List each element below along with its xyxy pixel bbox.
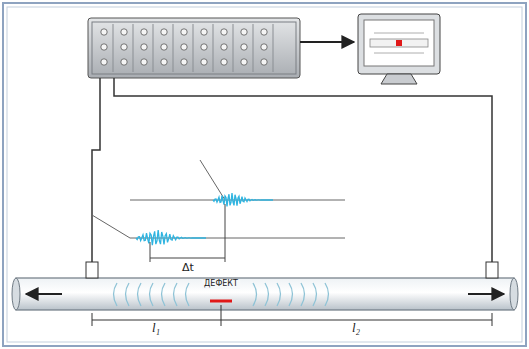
sensor-wire <box>92 78 100 262</box>
data-arrow <box>300 41 354 43</box>
frame-inner <box>7 7 522 342</box>
sensor-wire <box>114 78 492 262</box>
sensor <box>486 262 498 278</box>
acquisition-device <box>88 18 300 78</box>
defect-label: ДЕФЕКТ <box>202 280 240 289</box>
sensor <box>86 262 98 278</box>
pipe <box>12 278 518 310</box>
time-delay-label: Δt <box>180 262 196 274</box>
distance-label: l₁ <box>150 321 162 335</box>
monitor <box>358 14 440 84</box>
frame <box>3 3 526 346</box>
waveforms <box>92 160 345 262</box>
distance-label: l₂ <box>350 321 362 335</box>
